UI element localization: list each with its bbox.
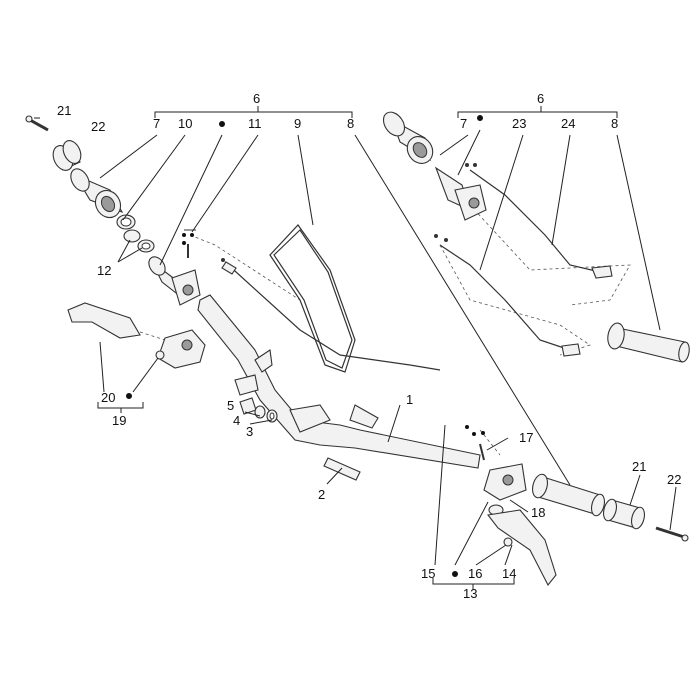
part-21-screw-left [25, 115, 49, 132]
leaders [34, 106, 677, 589]
part-21-counterweight-right [602, 498, 646, 530]
label-1: 1 [406, 392, 413, 407]
grip-right-end [607, 322, 690, 363]
label-7-left: 7 [153, 116, 160, 131]
label-21-right: 21 [632, 459, 646, 474]
grip-right-top [382, 111, 434, 164]
label-9: 9 [294, 116, 301, 131]
label-14: 14 [502, 566, 516, 581]
label-3: 3 [246, 424, 253, 439]
part-22-screw-right [655, 526, 689, 542]
callout-labels: 6 7 10 11 9 8 21 22 12 20 19 1 5 4 3 2 6… [57, 91, 681, 601]
parts-3-4-5-nut-washers [239, 397, 278, 423]
part-17-screws [472, 431, 485, 461]
label-22-right: 22 [667, 472, 681, 487]
label-5: 5 [227, 398, 234, 413]
grip-right-bottom [532, 473, 606, 517]
label-23: 23 [512, 116, 526, 131]
part-9-looped-cable [269, 224, 356, 373]
label-13: 13 [463, 586, 477, 601]
label-6-right: 6 [537, 91, 544, 106]
label-24: 24 [561, 116, 575, 131]
label-8-right: 8 [611, 116, 618, 131]
part-22-counterweight-left [52, 140, 82, 171]
washers [116, 214, 155, 253]
label-2: 2 [318, 487, 325, 502]
part-1-handlebar [197, 294, 481, 469]
label-18: 18 [531, 505, 545, 520]
throttle-cable-center [221, 258, 441, 371]
throttle-grip-left [148, 256, 201, 306]
label-11: 11 [248, 116, 262, 131]
part-16-pivot [503, 537, 513, 547]
label-4: 4 [233, 413, 240, 428]
label-20: 20 [101, 390, 115, 405]
grip-left [70, 168, 124, 219]
part-19-master-cylinder-left [155, 329, 206, 369]
part-23-cable [434, 234, 581, 357]
label-19: 19 [112, 413, 126, 428]
label-17: 17 [519, 430, 533, 445]
part-20-brake-lever-left [67, 302, 141, 339]
label-8-left: 8 [347, 116, 354, 131]
label-6-left: 6 [253, 91, 260, 106]
part-24-cable [465, 163, 613, 279]
part-2-bolt [323, 457, 361, 481]
label-15: 15 [421, 566, 435, 581]
label-10: 10 [178, 116, 192, 131]
label-7-right: 7 [460, 116, 467, 131]
throttle-housing-right [434, 166, 487, 221]
label-16: 16 [468, 566, 482, 581]
part-11-screws [182, 229, 196, 258]
part-14-brake-lever-right [486, 509, 557, 587]
dashed-guides [139, 204, 631, 541]
label-12: 12 [97, 263, 111, 278]
part-18-master-cylinder-right [483, 463, 527, 516]
label-21-left: 21 [57, 103, 71, 118]
bullet-markers [126, 115, 483, 577]
label-22-left: 22 [91, 119, 105, 134]
